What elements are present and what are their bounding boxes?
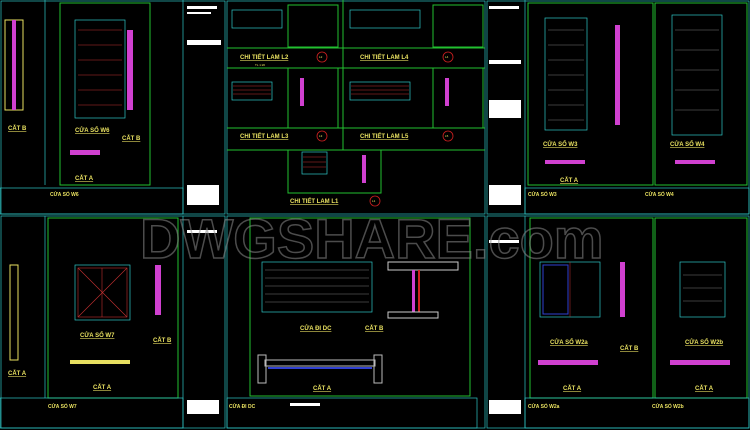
section-a-label: CẮT A — [93, 383, 112, 391]
w3-title-block-name: CỬA SỔ W3 — [528, 191, 557, 198]
lam-title-l5: CHI TIẾT LAM L5 — [360, 133, 409, 140]
section-b-label-2: CẮT B — [122, 134, 141, 142]
lam-badge-l5: L5 — [445, 134, 449, 138]
section-a-label: CẮT A — [313, 384, 332, 392]
section-b-label: CẮT B — [8, 124, 27, 132]
watermark: DWGSHARE.com — [140, 207, 604, 270]
lam-badge-l4: L4 — [445, 55, 449, 59]
section-a-label-left: CẮT A — [8, 369, 27, 377]
lam-badge-l2: L2 — [319, 55, 323, 59]
lam-title-l4: CHI TIẾT LAM L4 — [360, 54, 409, 61]
w2b-elevation-label: CỬA SỔ W2b — [685, 339, 723, 346]
w3-section-a-label: CẮT A — [560, 176, 579, 184]
sheet-lam-details: CHI TIẾT LAM L2 CHI TIẾT LAM L4 CHI TIẾT… — [227, 0, 485, 207]
lam-scale: TL 1:20 — [255, 63, 265, 67]
lam-title-l3: CHI TIẾT LAM L3 — [240, 133, 289, 140]
w2b-section-a-label: CẮT A — [695, 384, 714, 392]
w2a-title-block-name: CỬA SỔ W2a — [528, 403, 560, 410]
w2a-section-b-label: CẮT B — [620, 344, 639, 352]
lam-title-l2: CHI TIẾT LAM L2 — [240, 54, 289, 61]
title-strip-blocks — [187, 6, 521, 414]
elevation-label: CỬA SỔ W7 — [80, 332, 115, 339]
sheet-w6: CẮT B CỬA SỔ W6 CẮT B CẮT A CỬA SỔ W6 — [0, 19, 184, 215]
section-b-label: CẮT B — [153, 336, 172, 344]
title-block-name: CỬA SỔ W7 — [48, 403, 77, 410]
section-b-label: CẮT B — [365, 324, 384, 332]
w4-title-block-name: CỬA SỔ W4 — [645, 191, 674, 198]
sheet-w2a-w2b: CỬA SỔ W2a CẮT B CẮT A CỬA SỔ W2b CẮT A … — [524, 261, 750, 429]
lam-badge-l1: L1 — [372, 199, 376, 203]
sheet-w3-w4: CỬA SỔ W3 CỬA SỔ W4 CẮT A CỬA SỔ W3 CỬA … — [524, 14, 750, 215]
elevation-label: CỬA ĐI DC — [300, 325, 332, 332]
elevation-label: CỬA SỔ W6 — [75, 127, 110, 134]
w2a-section-a-label: CẮT A — [563, 384, 582, 392]
lam-title-l1: CHI TIẾT LAM L1 — [290, 198, 339, 205]
sheet-dc: CỬA ĐI DC CẮT B CẮT A CỬA ĐI DC — [226, 261, 478, 429]
sheet-w7: CỬA SỔ W7 CẮT B CẮT A CẮT A CỬA SỔ W7 — [0, 264, 184, 429]
lam-badge-l3: L3 — [319, 134, 323, 138]
w2a-elevation-label: CỬA SỔ W2a — [550, 339, 588, 346]
w4-elevation-label: CỬA SỔ W4 — [670, 141, 705, 148]
w3-elevation-label: CỬA SỔ W3 — [543, 141, 578, 148]
w2b-title-block-name: CỬA SỔ W2b — [652, 403, 684, 410]
title-block-name: CỬA SỔ W6 — [50, 191, 79, 198]
section-a-label: CẮT A — [75, 174, 94, 182]
title-block-name: CỬA ĐI DC — [229, 403, 256, 410]
